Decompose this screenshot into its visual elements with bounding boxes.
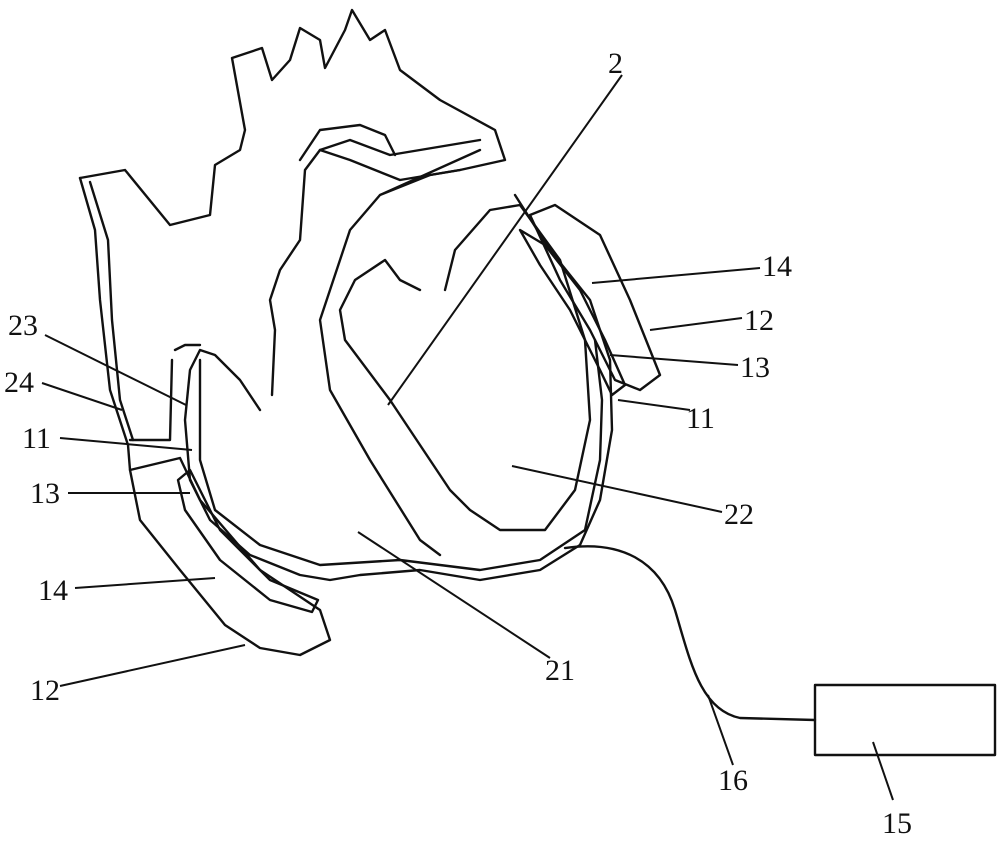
label-24: 24 bbox=[4, 366, 34, 399]
label-2: 2 bbox=[608, 47, 623, 80]
label-21: 21 bbox=[545, 654, 575, 687]
label-14-left: 14 bbox=[38, 574, 68, 607]
label-11-right: 11 bbox=[686, 402, 715, 435]
left-patch-outer bbox=[128, 456, 332, 657]
label-15: 15 bbox=[882, 807, 912, 840]
label-16: 16 bbox=[718, 764, 748, 797]
label-12-left: 12 bbox=[30, 674, 60, 707]
label-13-right: 13 bbox=[740, 351, 770, 384]
right-atrium-wall bbox=[78, 176, 135, 472]
label-14-right: 14 bbox=[762, 250, 792, 283]
right-patch-inner bbox=[518, 228, 627, 397]
aortic-arch-inner bbox=[298, 123, 482, 162]
label-23: 23 bbox=[8, 309, 38, 342]
heart-inner-wall bbox=[198, 338, 604, 572]
leader-lines bbox=[41, 74, 894, 801]
control-unit-box bbox=[813, 683, 997, 757]
aortic-arch bbox=[78, 8, 507, 397]
label-22: 22 bbox=[724, 498, 754, 531]
lead-wire bbox=[563, 545, 817, 722]
label-12-right: 12 bbox=[744, 304, 774, 337]
left-patch-connector bbox=[128, 343, 202, 442]
label-13-left: 13 bbox=[30, 477, 60, 510]
right-patch-outer bbox=[528, 203, 662, 392]
left-patch-inner bbox=[176, 468, 320, 614]
pulmonary-trunk bbox=[318, 148, 482, 557]
label-11-left: 11 bbox=[22, 422, 51, 455]
